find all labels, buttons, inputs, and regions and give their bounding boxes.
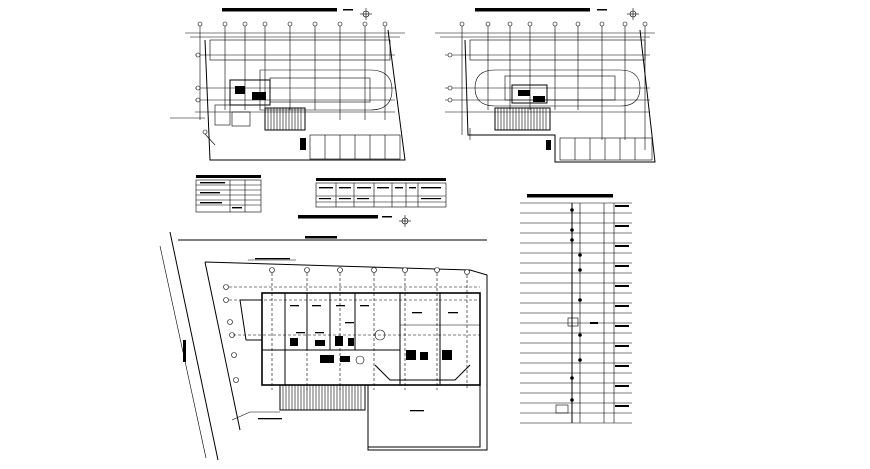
riser-diagram [520, 194, 632, 424]
plan-scale-mark [382, 216, 392, 218]
north-arrow-icon [360, 8, 372, 20]
hatched-ramp [264, 107, 306, 131]
plan-title-bar [298, 215, 378, 219]
hatched-ramp [494, 107, 551, 131]
basement-plan-left [170, 8, 406, 161]
hatched-ramp [279, 384, 366, 411]
north-arrow-icon [627, 8, 639, 20]
area-schedule-table [195, 175, 262, 213]
ground-floor-plan [159, 215, 488, 461]
plan-scale-mark [343, 9, 353, 11]
plan-scale-mark [597, 9, 607, 11]
area-statement-table [315, 178, 447, 208]
grid-bubble-icon [195, 21, 388, 103]
basement-plan-right [435, 8, 656, 163]
plan-title-bar [222, 8, 337, 12]
fixture-symbol-icon [570, 208, 582, 402]
grid-bubble-icon [223, 267, 470, 383]
grid-bubble-icon [447, 21, 648, 103]
north-arrow-icon [399, 215, 411, 227]
plan-title-bar [475, 8, 590, 12]
